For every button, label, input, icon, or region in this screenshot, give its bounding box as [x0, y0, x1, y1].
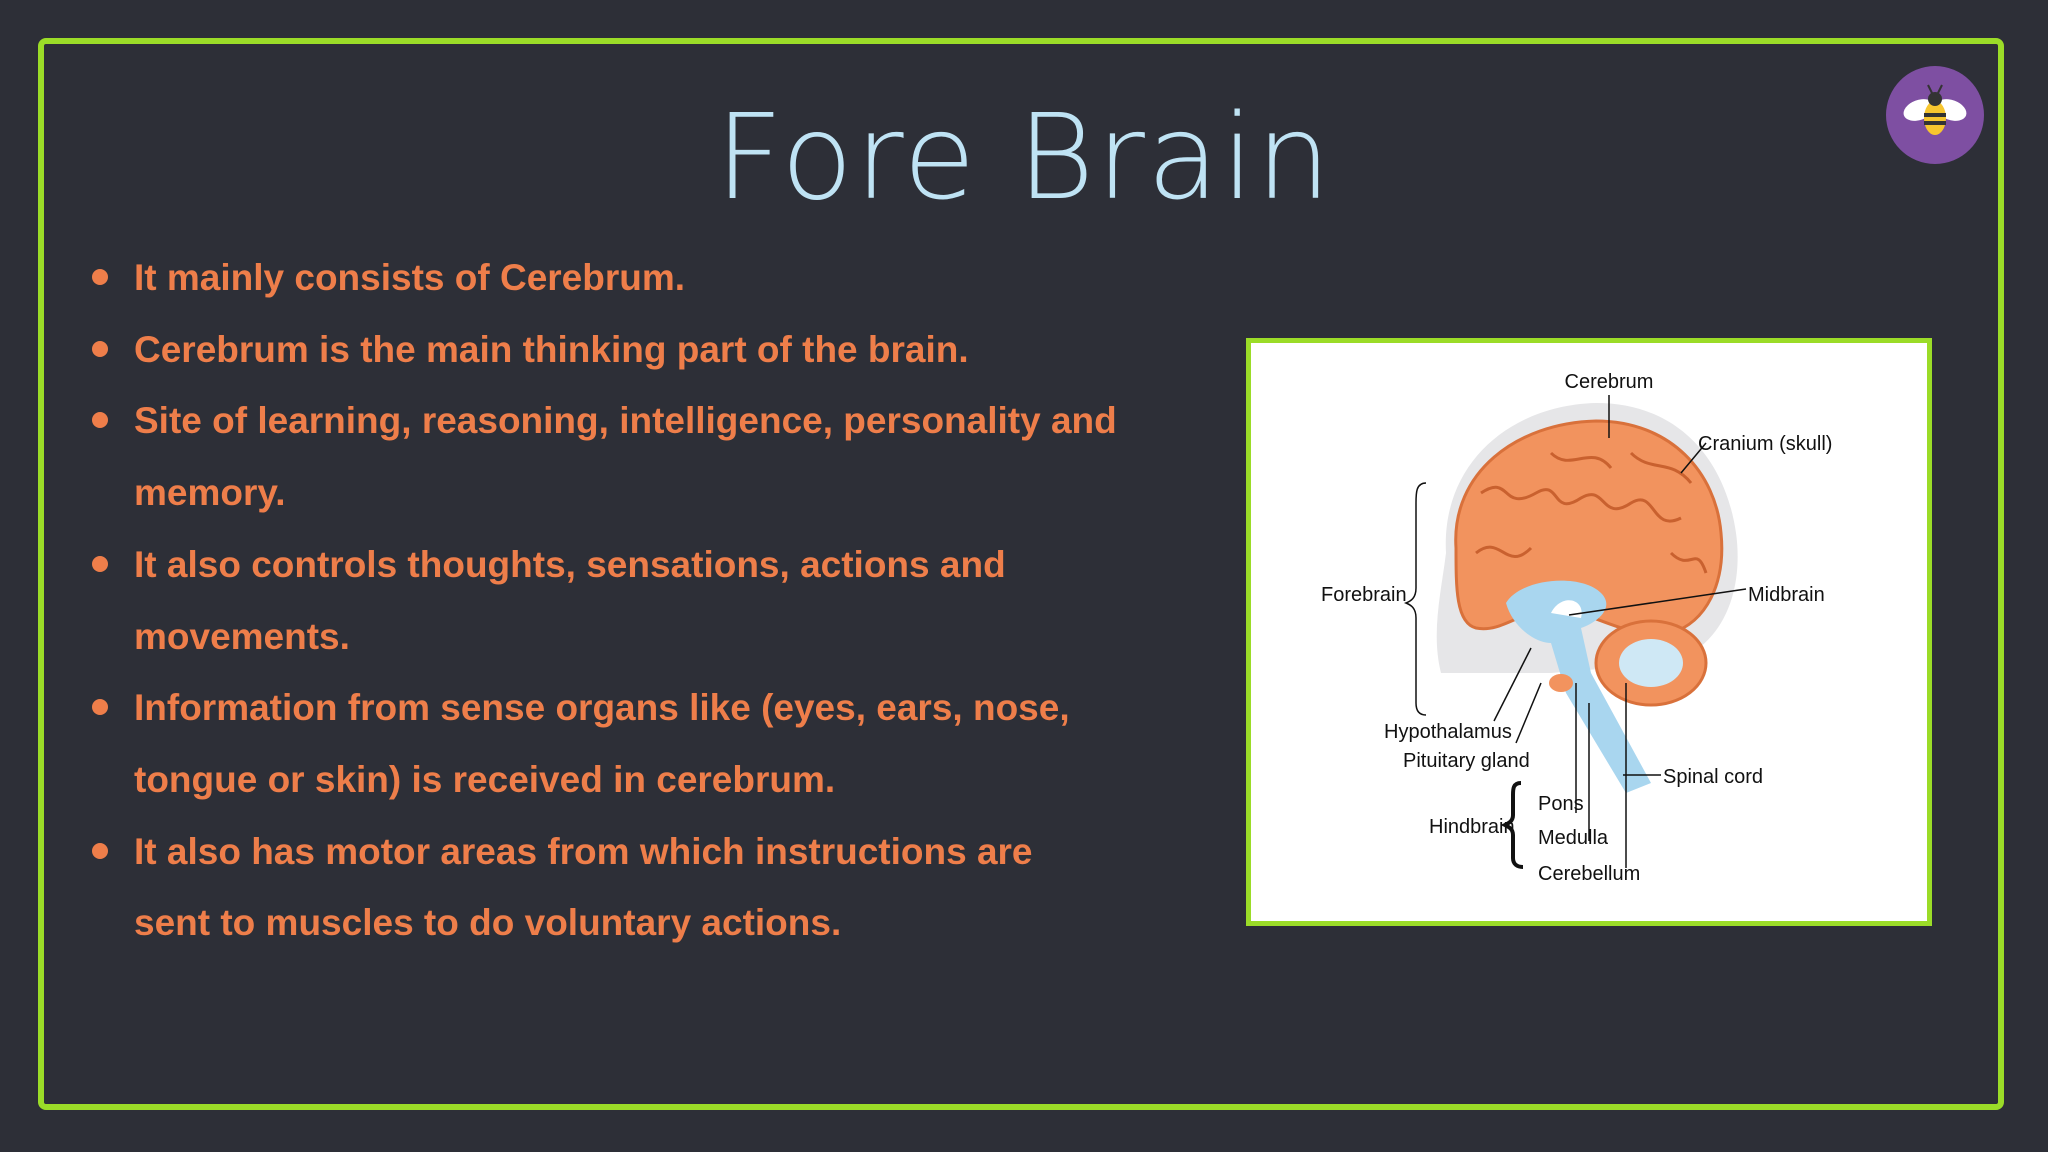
bee-logo	[1886, 66, 1984, 164]
bullet-item: It also has motor areas from which instr…	[86, 816, 1186, 959]
brainstem-shape	[1506, 580, 1651, 793]
bullet-text-line: tongue or skin) is received in cerebrum.	[134, 758, 836, 800]
bee-icon	[1903, 84, 1967, 135]
label-forebrain: Forebrain	[1321, 584, 1407, 606]
label-cranium: Cranium (skull)	[1698, 433, 1832, 455]
bullet-item: Cerebrum is the main thinking part of th…	[86, 314, 1186, 386]
bullet-text-line: It also controls thoughts, sensations, a…	[134, 543, 1006, 585]
bullet-text-line: Site of learning, reasoning, intelligenc…	[134, 400, 1117, 442]
bullet-dot-icon	[92, 412, 108, 429]
slide-title: Fore Brain	[715, 88, 1333, 226]
bullet-item: Site of learning, reasoning, intelligenc…	[86, 385, 1186, 528]
label-midbrain: Midbrain	[1748, 584, 1825, 606]
label-hindbrain: Hindbrain	[1429, 816, 1515, 838]
label-spinal-cord: Spinal cord	[1663, 766, 1763, 788]
label-cerebrum: Cerebrum	[1565, 371, 1654, 393]
bullet-dot-icon	[92, 555, 108, 572]
bullet-text-line: movements.	[134, 615, 350, 657]
bullet-text-line: Cerebrum is the main thinking part of th…	[134, 328, 969, 370]
bullet-dot-icon	[92, 340, 108, 357]
cerebrum-shape	[1454, 419, 1724, 637]
pituitary-shape	[1549, 674, 1573, 692]
slide-frame	[38, 38, 2004, 1110]
bullet-text-line: It also has motor areas from which instr…	[134, 830, 1033, 872]
label-pituitary: Pituitary gland	[1403, 750, 1530, 772]
bullet-text-line: sent to muscles to do voluntary actions.	[134, 902, 842, 944]
label-cerebellum: Cerebellum	[1538, 863, 1640, 885]
bullet-dot-icon	[92, 842, 108, 859]
label-pons: Pons	[1538, 793, 1584, 815]
bullet-list: It mainly consists of Cerebrum. Cerebrum …	[86, 242, 1186, 959]
bullet-item: It mainly consists of Cerebrum.	[86, 242, 1186, 314]
bullet-dot-icon	[92, 699, 108, 716]
bullet-item: It also controls thoughts, sensations, a…	[86, 529, 1186, 672]
bullet-text-line: Information from sense organs like (eyes…	[134, 687, 1070, 729]
label-hypothalamus: Hypothalamus	[1384, 721, 1512, 743]
brain-diagram: Cerebrum Cranium (skull) Forebrain Midbr…	[1246, 338, 1932, 926]
bullet-text-line: It mainly consists of Cerebrum.	[134, 257, 686, 298]
label-medulla: Medulla	[1538, 827, 1609, 849]
bullet-text-line: memory.	[134, 472, 286, 514]
bullet-dot-icon	[92, 269, 108, 285]
bullet-item: Information from sense organs like (eyes…	[86, 672, 1186, 815]
